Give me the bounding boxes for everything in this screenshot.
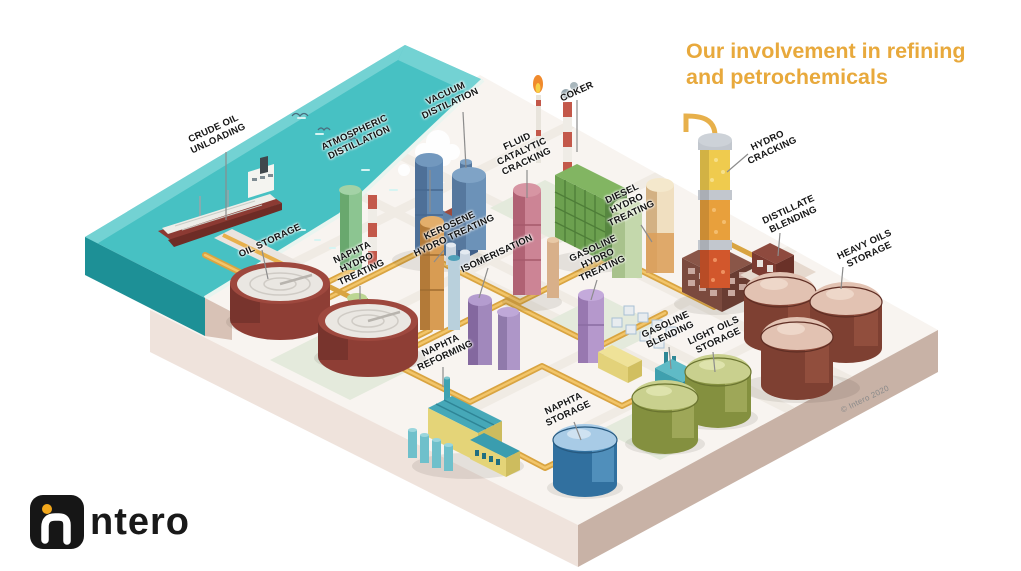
water-sparkles (297, 117, 398, 249)
heavy-oils-tanks (743, 272, 883, 400)
slide-title: Our involvement in refining and petroche… (686, 39, 966, 90)
diesel-hydrotreating-unit (646, 178, 674, 273)
light-oil-tank (684, 354, 752, 428)
oil-tank (230, 262, 330, 340)
gasoline-hydrotreating-unit (578, 289, 642, 383)
leader-lines (225, 100, 844, 441)
crude-oil-tanker (158, 156, 282, 247)
heavy-oil-tank (760, 317, 834, 400)
fluid-catalytic-cracking-unit (513, 183, 559, 298)
light-oils-tanks (631, 354, 752, 454)
birds (291, 112, 358, 142)
kerosene-hydrotreating-unit (420, 216, 460, 330)
coker-chimney (561, 82, 578, 175)
oil-storage-tanks (230, 262, 418, 377)
intero-logo: ntero (30, 494, 190, 550)
green-column-unit (339, 185, 377, 270)
isomerisation-unit (468, 294, 520, 370)
intero-wordmark: ntero (90, 501, 190, 543)
light-oil-tank (631, 380, 699, 454)
coker-unit (554, 82, 642, 278)
flare-stack (533, 75, 543, 163)
naphta-storage-tank (552, 424, 618, 497)
hydro-cracking-unit (682, 113, 752, 312)
oil-tank (318, 299, 418, 377)
naphta-reforming-unit (408, 376, 520, 477)
compressor-rows (611, 305, 677, 349)
intero-logo-icon (30, 495, 84, 549)
